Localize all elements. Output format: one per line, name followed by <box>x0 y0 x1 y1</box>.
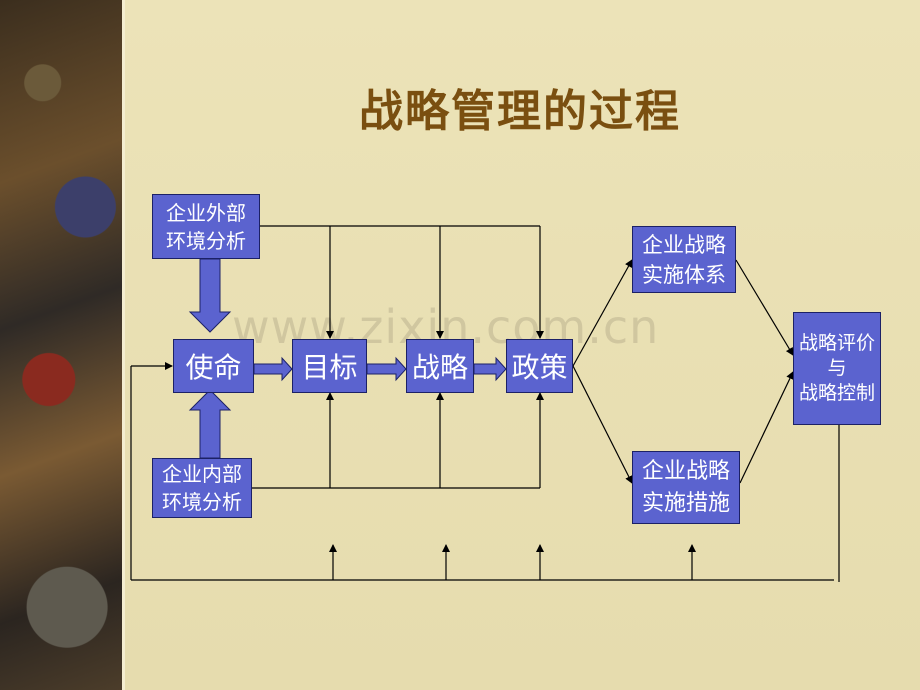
block-arrow-up <box>188 389 232 459</box>
internal-feed-lines <box>252 392 544 489</box>
implementation-measures-box: 企业战略 实施措施 <box>632 451 740 524</box>
implementation-system-box: 企业战略 实施体系 <box>632 226 736 293</box>
photo-divider <box>122 0 125 690</box>
external-feed-lines <box>260 225 544 339</box>
implementation-lines <box>572 259 794 484</box>
block-arrow-strategy-policy <box>473 356 507 382</box>
external-analysis-box: 企业外部 环境分析 <box>152 194 260 259</box>
slide-title: 战略管理的过程 <box>359 86 681 137</box>
decorative-photo-strip <box>0 0 122 690</box>
evaluation-control-box: 战略评价 与 战略控制 <box>793 312 881 425</box>
internal-analysis-box: 企业内部 环境分析 <box>152 458 252 518</box>
objectives-box: 目标 <box>292 339 367 393</box>
block-arrow-mission-objectives <box>253 356 293 382</box>
mission-box: 使命 <box>173 339 254 393</box>
block-arrow-down <box>188 258 232 333</box>
strategy-box: 战略 <box>406 339 474 393</box>
policy-box: 政策 <box>506 339 573 393</box>
feedback-loop-lines <box>130 362 840 582</box>
block-arrow-objectives-strategy <box>366 356 407 382</box>
